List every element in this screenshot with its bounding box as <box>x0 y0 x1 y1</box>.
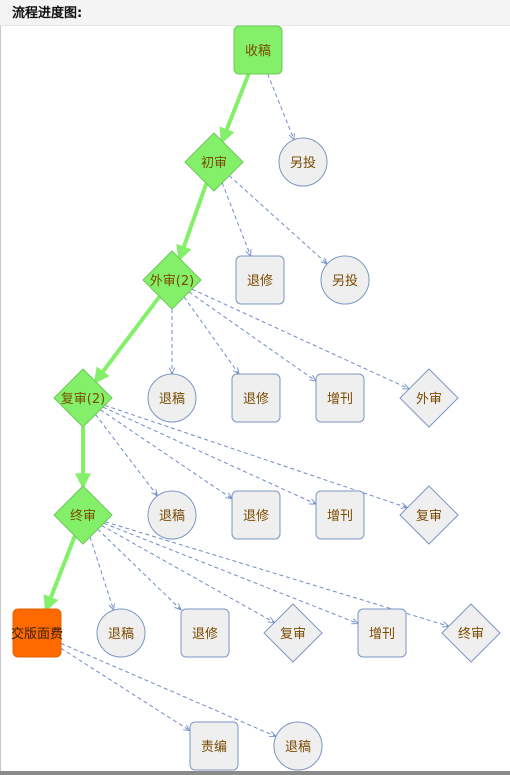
node-label: 交版面费 <box>11 626 63 642</box>
node-label: 外审 <box>416 392 442 407</box>
node-label: 退修 <box>243 392 269 407</box>
node-label: 增刊 <box>369 627 395 642</box>
node-label: 退修 <box>247 274 273 289</box>
branch-edge-n3-n4 <box>221 182 251 256</box>
flow-node-n14[interactable]: 增刊 <box>315 490 365 540</box>
left-border <box>0 26 1 771</box>
node-label: 增刊 <box>327 392 353 407</box>
flow-node-n3[interactable]: 初审 <box>184 132 244 192</box>
flow-node-n6[interactable]: 外审(2) <box>142 250 202 310</box>
branch-edge-n16-n19 <box>97 528 181 610</box>
circle-node-shape <box>273 721 323 771</box>
rect-node-shape <box>12 608 62 658</box>
node-label: 退修 <box>192 627 218 642</box>
bottom-border <box>0 771 510 775</box>
node-label: 增刊 <box>327 509 353 524</box>
node-label: 退稿 <box>159 391 185 407</box>
flow-node-n8[interactable]: 退修 <box>231 373 281 423</box>
node-label: 复审(2) <box>61 392 105 407</box>
node-label: 复审 <box>416 509 442 524</box>
flow-node-n5[interactable]: 另投 <box>320 255 370 305</box>
diamond-node-shape <box>441 603 501 663</box>
rect-node-shape <box>315 490 365 540</box>
rect-node-shape <box>189 721 239 771</box>
flow-node-n21[interactable]: 增刊 <box>357 608 407 658</box>
branch-edge-n16-n21 <box>103 522 358 623</box>
diamond-node-shape <box>184 132 244 192</box>
flow-node-n23[interactable]: 责编 <box>189 721 239 771</box>
branch-edge-n17-n23 <box>60 647 190 730</box>
diagram-title: 流程进度图: <box>12 6 83 21</box>
node-label: 退稿 <box>285 739 311 755</box>
rect-node-shape <box>180 608 230 658</box>
flow-edge-n6-n11 <box>93 295 162 385</box>
circle-node-shape <box>96 608 146 658</box>
branch-edge-n11-n14 <box>102 406 316 504</box>
flow-node-n1[interactable]: 收稿 <box>233 25 283 75</box>
diamond-node-shape <box>142 250 202 310</box>
flow-edge-n3-n6 <box>176 182 209 262</box>
node-label: 另投 <box>332 273 358 289</box>
flow-node-n17[interactable]: 交版面费 <box>11 608 63 658</box>
node-label: 另投 <box>290 155 316 171</box>
node-label: 复审 <box>280 627 306 642</box>
circle-node-shape <box>147 490 197 540</box>
branch-edge-n6-n8 <box>183 296 239 374</box>
flow-node-n22[interactable]: 终审 <box>441 603 501 663</box>
node-label: 收稿 <box>245 43 271 59</box>
flow-node-n12[interactable]: 退稿 <box>147 490 197 540</box>
rect-node-shape <box>235 255 285 305</box>
circle-node-shape <box>320 255 370 305</box>
branch-edge-n11-n12 <box>95 414 158 495</box>
flow-node-n11[interactable]: 复审(2) <box>53 368 113 428</box>
flow-node-n4[interactable]: 退修 <box>235 255 285 305</box>
flow-node-n2[interactable]: 另投 <box>278 137 328 187</box>
rect-node-shape <box>315 373 365 423</box>
diamond-node-shape <box>263 603 323 663</box>
flow-node-n10[interactable]: 外审 <box>399 368 459 428</box>
flow-edge-n16-n17 <box>43 535 77 612</box>
flow-node-n16[interactable]: 终审 <box>53 485 113 545</box>
flow-node-n7[interactable]: 退稿 <box>147 373 197 423</box>
node-label: 退稿 <box>159 508 185 524</box>
node-label: 终审 <box>458 626 484 642</box>
rect-node-shape <box>233 25 283 75</box>
diamond-node-shape <box>399 368 459 428</box>
rect-node-shape <box>357 608 407 658</box>
branch-edge-n3-n5 <box>228 175 327 264</box>
circle-node-shape <box>147 373 197 423</box>
flow-node-n20[interactable]: 复审 <box>263 603 323 663</box>
node-label: 外审(2) <box>150 274 194 289</box>
rect-node-shape <box>231 373 281 423</box>
flow-node-n24[interactable]: 退稿 <box>273 721 323 771</box>
flow-edge-n1-n3 <box>219 73 251 145</box>
diamond-node-shape <box>399 485 459 545</box>
circle-node-shape <box>278 137 328 187</box>
branch-edge-n17-n24 <box>60 642 276 736</box>
node-label: 退稿 <box>108 626 134 642</box>
node-label: 初审 <box>201 156 227 171</box>
branch-edge-n16-n18 <box>89 536 114 610</box>
diamond-node-shape <box>53 485 113 545</box>
flow-node-n18[interactable]: 退稿 <box>96 608 146 658</box>
nodes: 收稿另投初审退修另投外审(2)退稿退修增刊外审复审(2)退稿退修增刊复审终审交版… <box>11 25 501 771</box>
node-label: 终审 <box>70 508 96 524</box>
flow-node-n19[interactable]: 退修 <box>180 608 230 658</box>
branch-edge-n6-n10 <box>191 288 409 389</box>
diamond-node-shape <box>53 368 113 428</box>
flow-node-n9[interactable]: 增刊 <box>315 373 365 423</box>
node-label: 责编 <box>201 740 227 755</box>
flow-node-n13[interactable]: 退修 <box>231 490 281 540</box>
rect-node-shape <box>231 490 281 540</box>
flow-node-n15[interactable]: 复审 <box>399 485 459 545</box>
node-label: 退修 <box>243 509 269 524</box>
branch-edge-n1-n2 <box>267 73 294 140</box>
branch-edge-n6-n9 <box>188 291 316 381</box>
branch-edge-n16-n20 <box>101 524 275 622</box>
branch-edge-n11-n13 <box>100 409 232 499</box>
branch-edge-n16-n22 <box>105 521 449 626</box>
